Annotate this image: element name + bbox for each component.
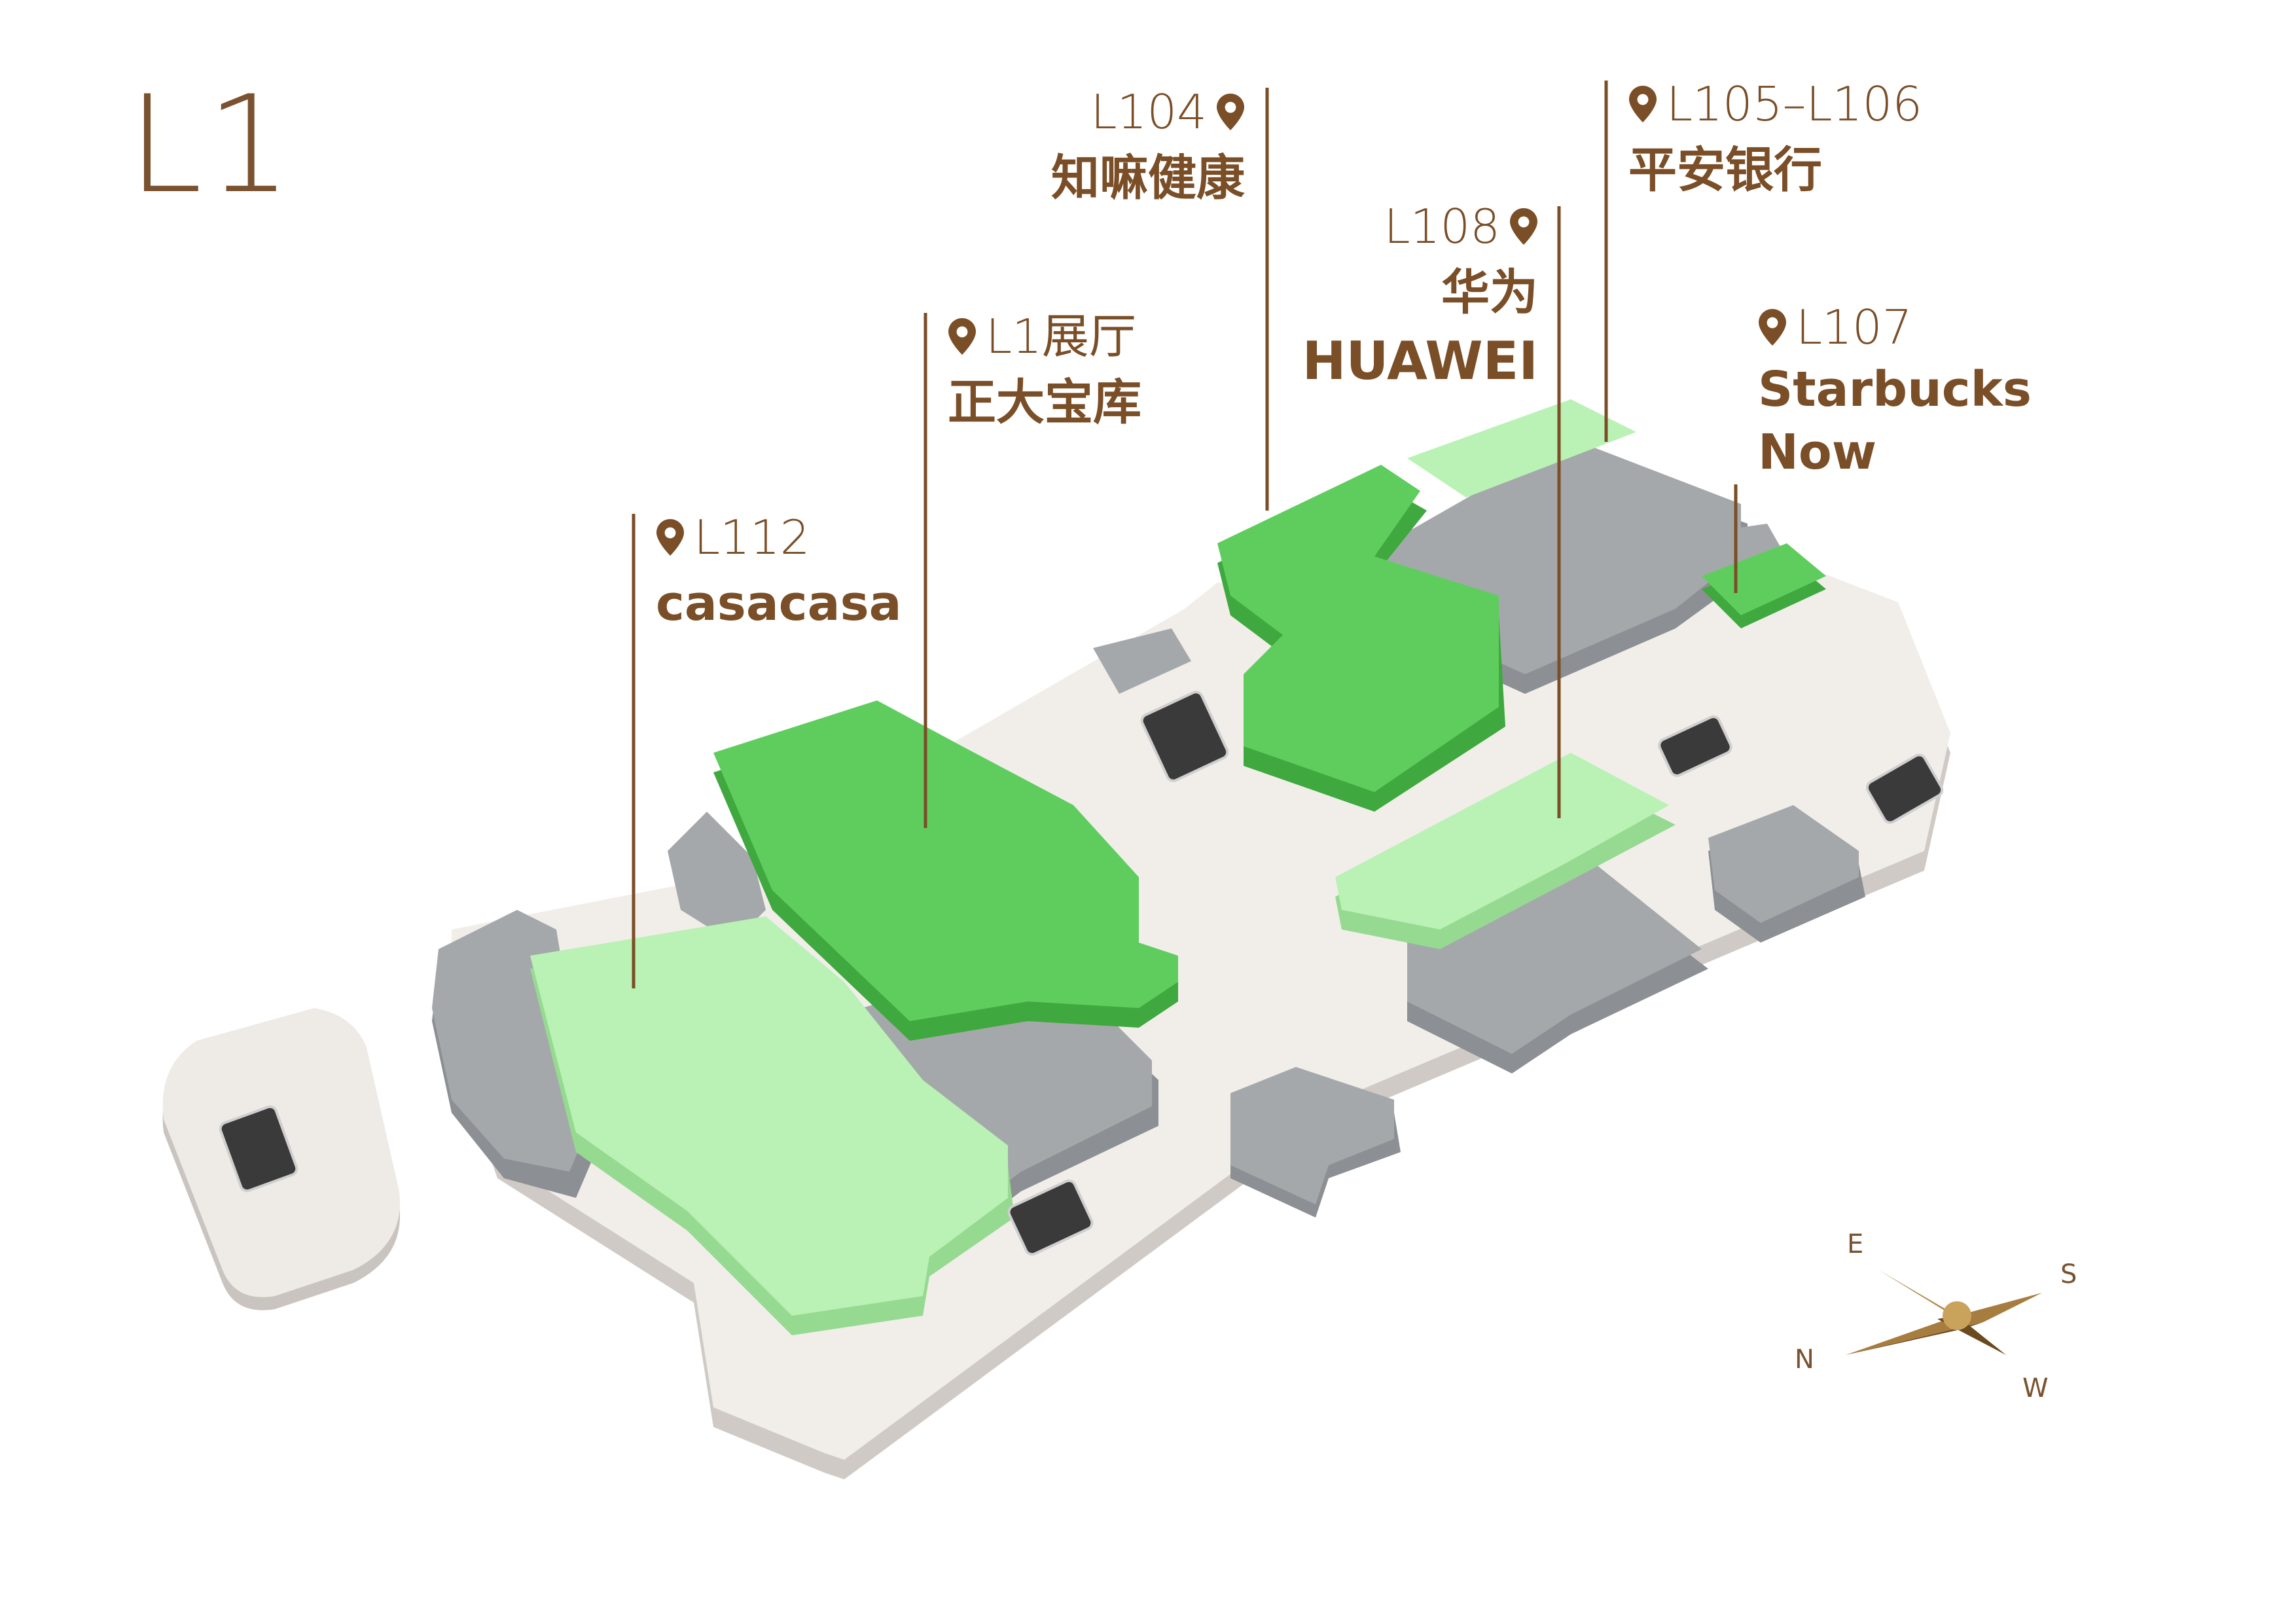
shop-unit: L104 — [1090, 84, 1207, 139]
shop-name: 知嘛健康 — [1051, 150, 1245, 206]
shop-name: casacasa — [656, 575, 902, 632]
location-pin-icon — [1759, 309, 1786, 346]
location-pin-icon — [948, 318, 976, 355]
shop-label-l108[interactable]: L108 华为 HUAWEI — [1302, 203, 1538, 388]
light-green-blocks — [530, 399, 1676, 1335]
shop-unit: L1展厅 — [986, 309, 1136, 364]
compass-south: S — [2060, 1259, 2077, 1290]
compass-rose-icon — [1846, 1270, 2042, 1355]
shop-name-en: HUAWEI — [1302, 331, 1538, 391]
shop-name: 华为 — [1441, 264, 1538, 321]
shop-name: 平安银行 — [1628, 142, 1822, 198]
location-pin-icon — [656, 519, 684, 556]
shop-label-l105-l106[interactable]: L105–L106 平安银行 — [1628, 81, 1922, 194]
location-pin-icon — [1217, 94, 1244, 130]
compass-north: N — [1795, 1344, 1814, 1375]
shop-label-l112[interactable]: L112 casacasa — [656, 514, 902, 628]
shop-name-2: Now — [1758, 424, 1877, 480]
shop-unit: L112 — [694, 510, 810, 565]
compass-west: W — [2022, 1373, 2049, 1403]
leader-lines — [632, 81, 1738, 988]
floor-title: L1 — [128, 67, 296, 223]
green-blocks — [713, 465, 1826, 1041]
location-pin-icon — [1510, 208, 1537, 245]
shop-unit: L107 — [1796, 300, 1912, 355]
shop-label-l107[interactable]: L107 Starbucks Now — [1758, 304, 2032, 477]
shop-unit: L108 — [1384, 199, 1500, 254]
location-pin-icon — [1629, 86, 1657, 122]
shop-name: 正大宝库 — [948, 374, 1141, 431]
shop-label-l1-hall[interactable]: L1展厅 正大宝库 — [948, 313, 1141, 427]
shop-unit: L105–L106 — [1666, 77, 1923, 132]
compass-east: E — [1847, 1229, 1864, 1259]
shop-name: Starbucks — [1758, 361, 2032, 418]
escalator-icon — [219, 691, 1944, 1256]
shop-label-l104[interactable]: L104 知嘛健康 — [1051, 88, 1245, 202]
